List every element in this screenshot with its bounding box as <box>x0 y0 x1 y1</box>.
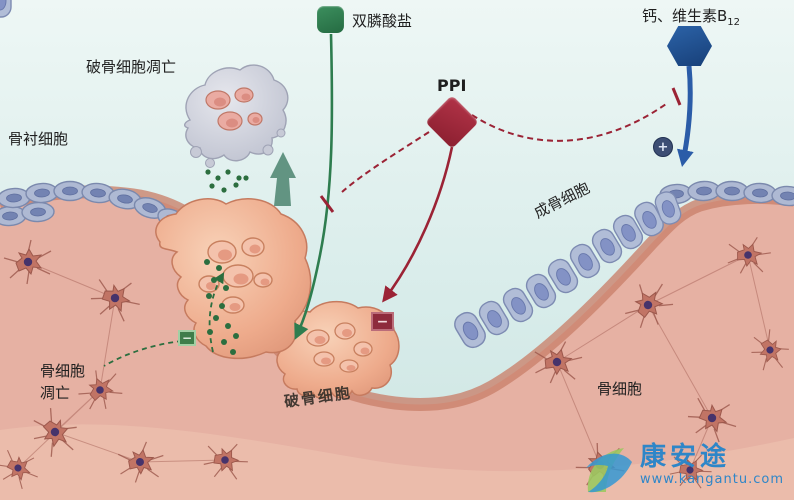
ppi-stimulation-arrow <box>382 146 454 303</box>
label-osteocyte-apoptosis-line2: 凋亡 <box>40 384 71 402</box>
label-osteocyte-apoptosis: 骨细胞 凋亡 <box>40 360 85 404</box>
ppi-inhibits-calcium-dashed <box>471 103 667 142</box>
label-bone-lining-cells: 骨衬细胞 <box>8 130 69 148</box>
plus-badge: + <box>653 137 673 157</box>
canaliculi-network <box>17 254 771 471</box>
osteoclast-large <box>155 198 312 360</box>
watermark-brand: 康安途 <box>639 442 730 472</box>
drug-granules-lower <box>204 259 239 355</box>
watermark: 康安途 www.kangantu.com <box>584 442 784 494</box>
minus-badge-red: − <box>371 312 394 331</box>
calcium-vitb12-icon <box>667 26 712 66</box>
ppi-inhibits-bisphosphonate-dashed <box>341 131 430 193</box>
inhibition-tbar-left <box>319 195 335 213</box>
label-calcium-sub: 12 <box>727 17 741 28</box>
bisphosphonate-arrow <box>294 33 334 340</box>
apoptosis-dashed-arrow <box>208 272 225 353</box>
pathway-arrows <box>103 33 694 367</box>
label-calcium-vitb12: 钙、维生素B12 <box>642 7 740 29</box>
apoptotic-osteoclast <box>183 64 289 168</box>
bisphosphonate-icon <box>317 6 344 33</box>
label-calcium-main: 钙、维生素B <box>642 7 728 25</box>
leaf-swoosh-icon <box>585 448 632 493</box>
osteoclast-small <box>276 300 400 399</box>
label-osteoclast-apoptosis: 破骨细胞凋亡 <box>86 58 177 76</box>
inhibition-tbar-right <box>671 87 682 106</box>
apoptosis-up-arrow <box>270 152 296 206</box>
osteocyte-apoptosis-dashed <box>103 340 183 367</box>
label-bisphosphonate: 双膦酸盐 <box>352 12 413 30</box>
label-osteocyte-apoptosis-line1: 骨细胞 <box>40 362 86 380</box>
watermark-url: www.kangantu.com <box>639 472 784 487</box>
calcium-absorption-arrow <box>676 65 694 168</box>
label-osteocyte: 骨细胞 <box>597 380 643 398</box>
drug-granules-upper <box>205 169 249 193</box>
apoptotic-blebs <box>190 128 286 168</box>
label-ppi: PPI <box>437 76 467 95</box>
minus-badge-green: − <box>178 330 196 346</box>
